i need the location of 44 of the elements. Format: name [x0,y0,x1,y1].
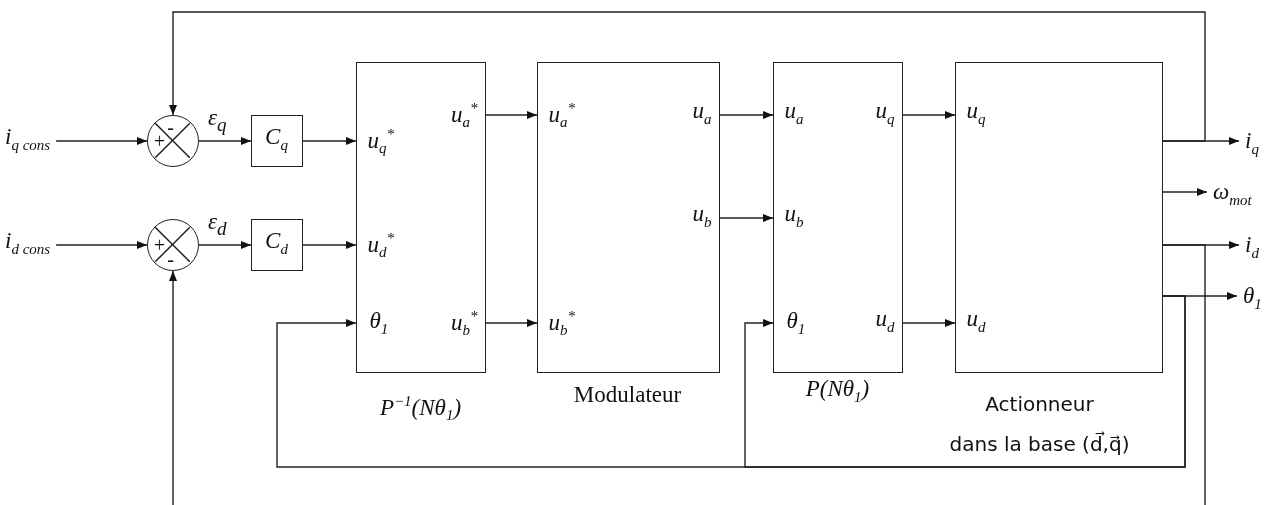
port-label: u$_{a}$ [692,97,712,129]
block-title: Actionneur dans la base (d⃗,q⃗) [949,390,1130,458]
plus-sign: + [153,232,166,258]
block-title: P(Nθ$_{1}$) [805,375,870,407]
signal-label: i$_{q}$ [1245,128,1259,162]
block-label: C$_{q}$ [265,123,288,155]
port-label: u$_{q}$ [966,97,986,129]
arrow [485,111,538,119]
signal-label: ω$_{mot}$ [1213,179,1252,213]
block-title: Modulateur [573,381,682,408]
feedback-arrow [169,11,1206,142]
signal-label: i$_{q cons}$ [5,124,51,158]
controller-block [251,219,303,271]
port-label: θ$_{1}$ [369,307,389,339]
port-label: u$_{b}$ [784,200,804,232]
minus-sign: - [167,114,174,140]
arrow [302,241,357,249]
feedback-arrow [169,244,1206,505]
block-title: P$^{−1}$(Nθ$_{1}$) [379,391,462,425]
arrow [55,137,148,145]
port-label: θ$_{1}$ [786,307,806,339]
arrow [302,137,357,145]
port-label: u$_{d}$ [966,305,986,337]
arrow [1162,188,1208,196]
arrow [902,319,956,327]
port-label: u$_{a}$ [784,97,804,129]
port-label: u$_{b}$ [692,200,712,232]
arrow [198,137,252,145]
block-label: C$_{d}$ [265,227,288,259]
feedback-arrow [744,295,1186,468]
arrow [902,111,956,119]
arrow [485,319,538,327]
controller-block [251,115,303,167]
arrow [198,241,252,249]
minus-sign: - [167,246,174,272]
arrow [719,214,774,222]
signal-label: θ$_{1}$ [1243,283,1262,317]
arrow [55,241,148,249]
plus-sign: + [153,128,166,154]
signal-label: i$_{d cons}$ [5,228,51,262]
port-label: u$_{d}$ [875,305,895,337]
arrow [719,111,774,119]
port-label: u$_{q}$ [875,97,895,129]
signal-label: i$_{d}$ [1245,232,1259,266]
